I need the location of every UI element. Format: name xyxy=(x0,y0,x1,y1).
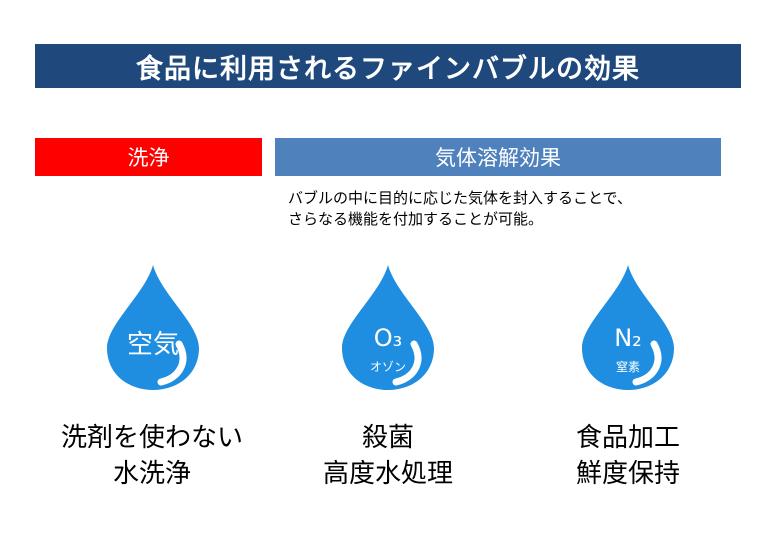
description-line-2: さらなる機能を付加することが可能。 xyxy=(288,210,544,228)
ozone-effect-line-2: 高度水処理 xyxy=(322,459,453,489)
air-effect-line-1: 洗剤を使わない xyxy=(60,423,243,453)
droplet-icon xyxy=(342,265,434,390)
description: バブルの中に目的に応じた気体を封入することで、 さらなる機能を付加することが可能… xyxy=(288,188,728,230)
wash-tag-label: 洗浄 xyxy=(127,146,170,170)
ozone-name: オゾン xyxy=(369,360,406,374)
gas-dissolution-tag: 気体溶解効果 xyxy=(275,138,721,176)
nitrogen-name: 窒素 xyxy=(615,360,640,374)
nitrogen-effect-line-1: 食品加工 xyxy=(575,423,680,453)
air-droplet: 空気 xyxy=(103,262,203,392)
highlight-icon xyxy=(632,340,662,386)
highlight-icon xyxy=(157,340,187,386)
droplet-icon xyxy=(107,265,199,390)
nitrogen-effect-line-2: 鮮度保持 xyxy=(575,459,680,489)
ozone-droplet: O₃ オゾン xyxy=(338,262,438,392)
air-effect-line-2: 水洗浄 xyxy=(112,459,191,489)
nitrogen-droplet: N₂ 窒素 xyxy=(578,262,678,392)
ozone-formula: O₃ xyxy=(373,324,403,352)
air-effect: 洗剤を使わない 水洗浄 xyxy=(32,420,272,492)
wash-tag: 洗浄 xyxy=(35,138,262,176)
highlight-icon xyxy=(392,340,422,386)
ozone-effect: 殺菌 高度水処理 xyxy=(268,420,508,492)
page-title: 食品に利用されるファインバブルの効果 xyxy=(35,44,741,88)
nitrogen-effect: 食品加工 鮮度保持 xyxy=(508,420,748,492)
droplet-icon xyxy=(582,265,674,390)
description-line-1: バブルの中に目的に応じた気体を封入することで、 xyxy=(288,189,632,207)
title-text: 食品に利用されるファインバブルの効果 xyxy=(136,53,640,85)
air-label: 空気 xyxy=(126,330,179,360)
gas-tag-label: 気体溶解効果 xyxy=(435,146,561,170)
nitrogen-formula: N₂ xyxy=(614,324,642,352)
ozone-effect-line-1: 殺菌 xyxy=(361,423,414,453)
